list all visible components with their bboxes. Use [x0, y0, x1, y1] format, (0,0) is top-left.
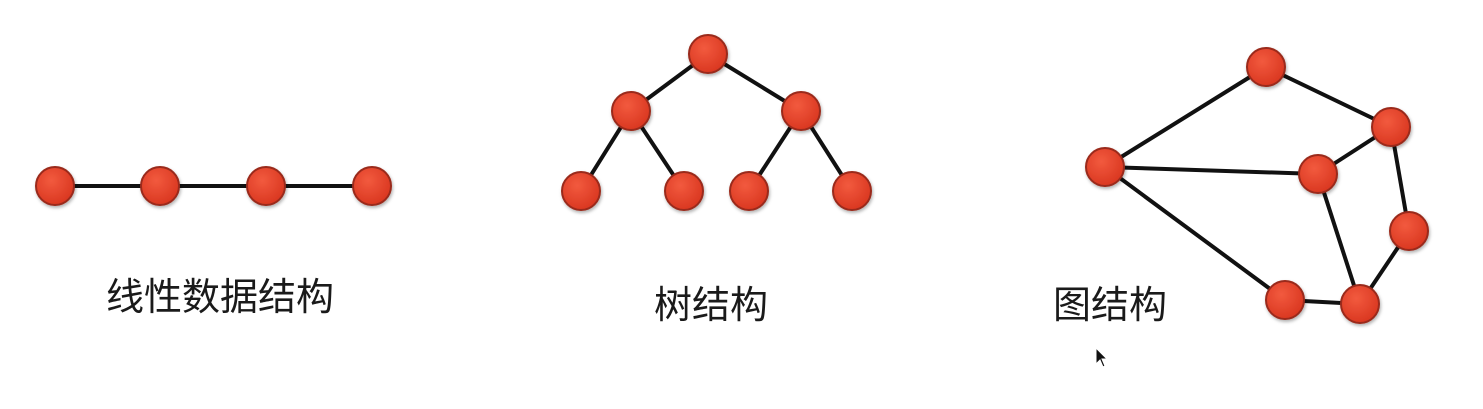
tree-node-ll [561, 171, 601, 211]
linear-node-l1 [35, 166, 75, 206]
graph-node-c [1371, 107, 1411, 147]
tree-node-lr [664, 171, 704, 211]
mouse-pointer-icon [1095, 346, 1109, 368]
linear-node-l2 [140, 166, 180, 206]
tree-node-root [688, 34, 728, 74]
graph-edge-a-b [1103, 65, 1268, 169]
linear-node-l3 [246, 166, 286, 206]
tree-node-right [781, 91, 821, 131]
graph-node-e [1389, 211, 1429, 251]
tree-node-rr [832, 171, 872, 211]
graph-edge-b-c [1264, 65, 1393, 129]
graph-node-a [1085, 147, 1125, 187]
tree-node-rl [729, 171, 769, 211]
graph-node-f [1265, 280, 1305, 320]
tree-structure-caption: 树结构 [654, 283, 769, 327]
graph-node-g [1340, 284, 1380, 324]
graph-edge-a-f [1103, 165, 1287, 302]
graph-node-d [1298, 154, 1338, 194]
graph-structure-caption: 图结构 [1053, 283, 1168, 327]
graph-edge-d-g [1316, 172, 1362, 306]
graph-node-b [1246, 47, 1286, 87]
tree-node-left [611, 91, 651, 131]
nodes-layer [35, 34, 1429, 324]
linear-structure-caption: 线性数据结构 [106, 275, 335, 319]
linear-node-l4 [352, 166, 392, 206]
graph-edge-a-d [1103, 165, 1320, 176]
